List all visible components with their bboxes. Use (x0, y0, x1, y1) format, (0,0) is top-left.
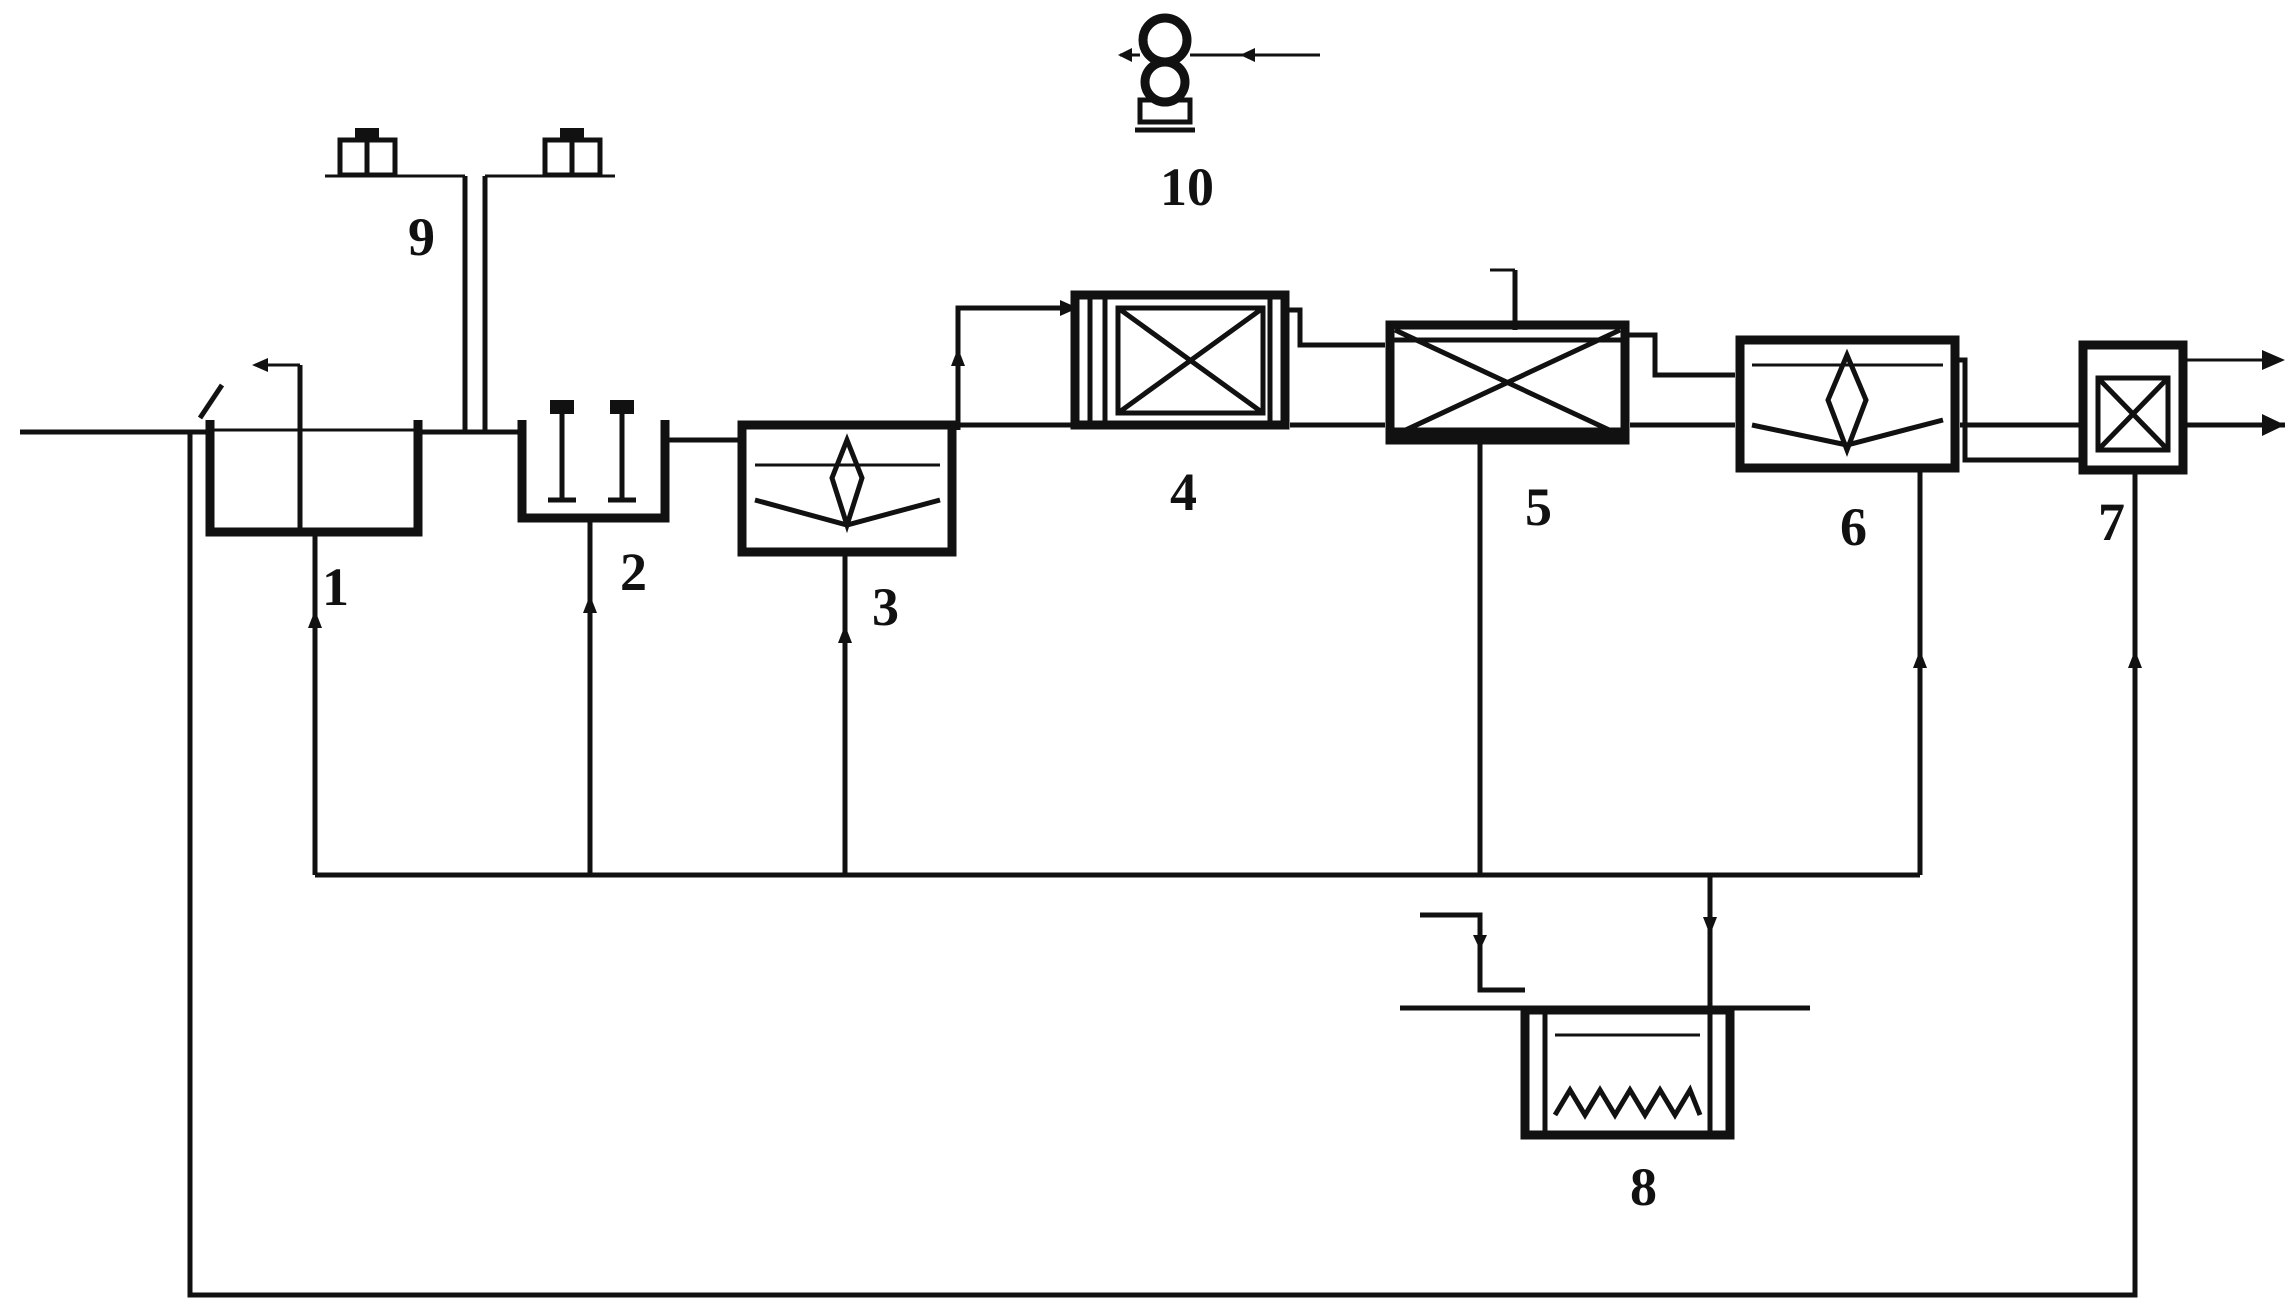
label-unit-4: 4 (1170, 462, 1197, 522)
label-unit-8: 8 (1630, 1157, 1657, 1217)
label-unit-10: 10 (1160, 157, 1214, 217)
unit-10-blower (1118, 13, 1320, 133)
unit-1-tank (197, 358, 423, 537)
return-loop (187, 432, 2142, 1298)
unit-4-reactor (1070, 290, 1385, 430)
unit-labels: 1 2 3 4 5 6 7 8 9 10 (322, 157, 2125, 1217)
label-unit-7: 7 (2098, 492, 2125, 552)
main-pipeline (20, 350, 2285, 443)
riser-3-to-4 (951, 300, 1078, 430)
label-unit-3: 3 (872, 577, 899, 637)
unit-2-tank (517, 400, 670, 523)
unit-8-sludge-tank (1400, 912, 1810, 1140)
unit-3-clarifier (737, 420, 957, 557)
sludge-collection-network (308, 440, 1927, 1010)
label-unit-9: 9 (408, 207, 435, 267)
label-unit-6: 6 (1840, 497, 1867, 557)
label-unit-5: 5 (1525, 477, 1552, 537)
label-unit-2: 2 (620, 542, 647, 602)
label-unit-1: 1 (322, 557, 349, 617)
unit-6-clarifier (1735, 335, 2080, 473)
unit-9-dosing (325, 128, 615, 432)
unit-5-reactor (1385, 268, 1735, 445)
unit-7-filter (2078, 340, 2188, 475)
